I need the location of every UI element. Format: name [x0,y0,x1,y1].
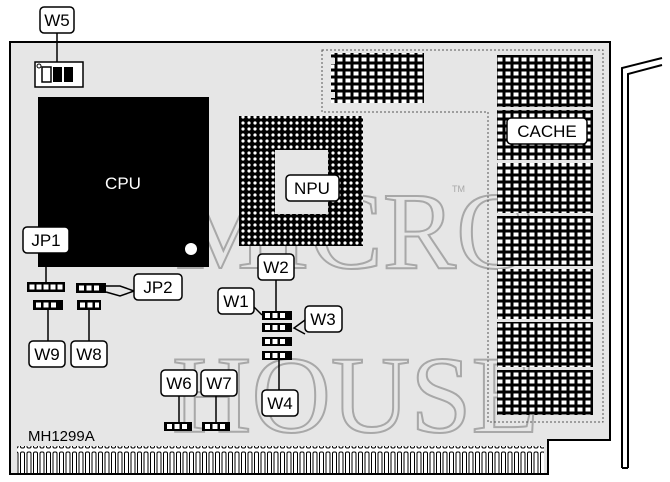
jp2-label: JP2 [143,278,172,297]
jp1-label: JP1 [31,231,60,250]
w7-header [202,422,230,431]
w8-header [77,300,101,310]
w9-label: W9 [34,345,60,364]
jp1-header [27,282,65,292]
mounting-bracket [621,57,663,469]
trademark-mark: TM [452,184,465,194]
w9-header [33,300,63,310]
w1-label: W1 [223,292,249,311]
tag-ram-chip [331,53,424,103]
cache-label: CACHE [517,122,577,141]
jp2-header [76,283,106,293]
model-code: MH1299A [28,428,95,445]
edge-connector [17,446,544,474]
w8-label: W8 [76,345,102,364]
w6-header [164,422,192,431]
w2-label: W2 [263,258,289,277]
w4-label: W4 [267,394,293,413]
cpu-label: CPU [105,174,141,193]
cache-area-boundary [321,49,604,423]
npu-label: NPU [294,179,330,198]
w7-label: W7 [206,374,232,393]
w3-label: W3 [310,310,336,329]
w5-label: W5 [44,11,70,30]
w1-w4-jumper-stack [262,311,292,360]
w6-label: W6 [166,374,192,393]
w5-switch [34,33,84,88]
